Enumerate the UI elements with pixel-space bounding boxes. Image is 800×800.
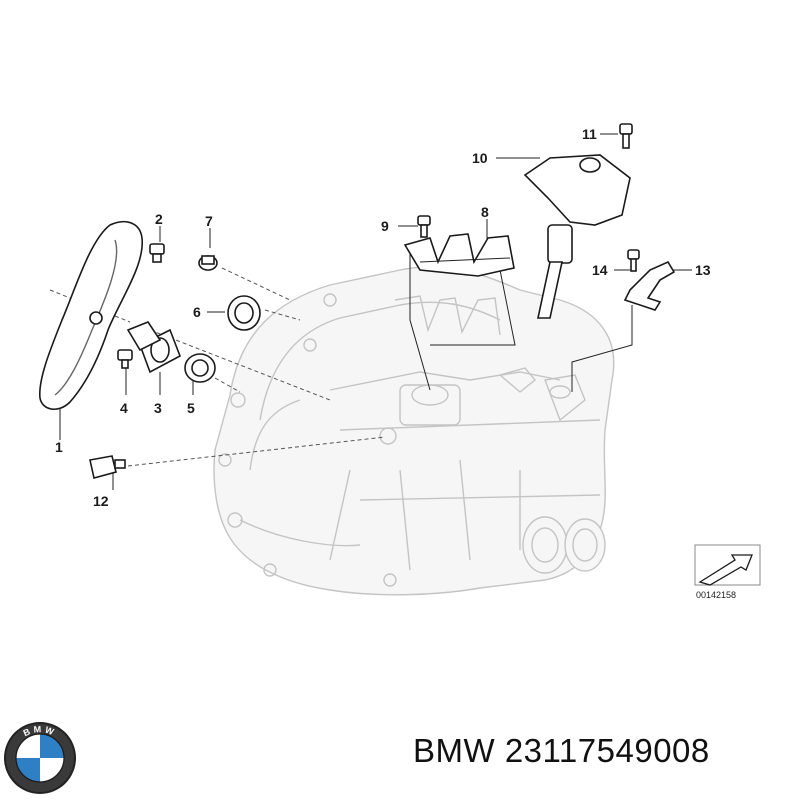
- callout-3: 3: [154, 400, 162, 416]
- callout-5: 5: [187, 400, 195, 416]
- part-10-selector-mechanism: [523, 154, 631, 319]
- callout-10: 10: [472, 150, 488, 166]
- part-3-guide-sleeve: [126, 321, 182, 374]
- part-5-shaft-seal: [184, 353, 216, 383]
- logo-lettering: BMW: [22, 724, 55, 738]
- view-direction-arrow-icon: [698, 554, 753, 586]
- part-number-caption: BMW 23117549008: [413, 732, 710, 769]
- view-reference-box: 00142158: [694, 544, 761, 600]
- callout-7: 7: [205, 213, 213, 229]
- part-14-bolt: [627, 249, 640, 272]
- reference-number: 00142158: [696, 590, 736, 600]
- callout-2: 2: [155, 211, 163, 227]
- callout-6: 6: [193, 304, 201, 320]
- callout-14: 14: [592, 262, 608, 278]
- callout-11: 11: [582, 126, 597, 142]
- part-11-screw: [619, 123, 633, 149]
- callout-13: 13: [695, 262, 711, 278]
- part-8-shift-fork: [403, 233, 515, 277]
- part-12-sensor: [89, 455, 126, 479]
- bmw-roundel-logo: BMW: [4, 722, 76, 794]
- part-7-plug: [198, 255, 218, 271]
- part-6-seal-ring: [227, 295, 261, 331]
- part-4-bolt: [117, 349, 133, 369]
- leader-lines: [59, 133, 692, 490]
- part-13-bracket: [623, 260, 676, 311]
- part-9-bolt: [417, 215, 431, 238]
- svg-text:BMW: BMW: [22, 724, 58, 738]
- callout-labels: 1 2 3 4 5 6 7 8 9 10 11 12 13 14: [55, 126, 711, 509]
- transmission-housing-outline: [213, 265, 615, 596]
- callout-4: 4: [120, 400, 128, 416]
- part-2-bolt: [149, 243, 165, 263]
- callout-9: 9: [381, 218, 389, 234]
- part-1-release-lever: [39, 221, 143, 410]
- callout-8: 8: [481, 204, 489, 220]
- callout-12: 12: [93, 493, 109, 509]
- callout-1: 1: [55, 439, 63, 455]
